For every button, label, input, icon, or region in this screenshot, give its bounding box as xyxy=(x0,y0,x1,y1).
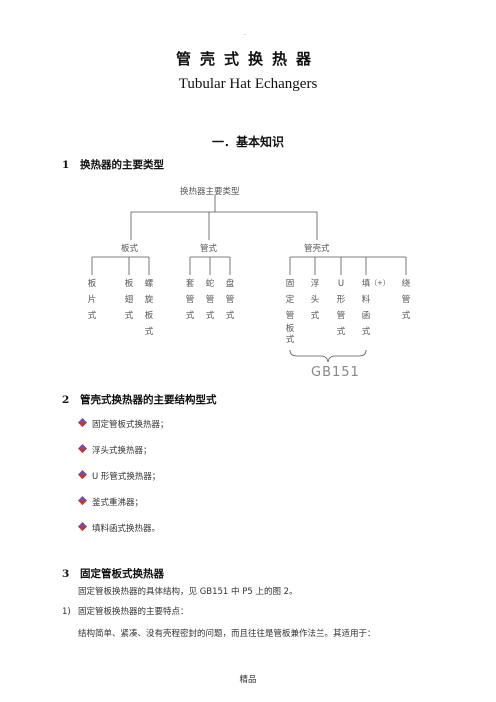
gb151-brace xyxy=(289,349,367,363)
leaf-fixed-tubesheet: 固定管板式 xyxy=(285,279,295,345)
leaf-wound-tube: 绕管式 xyxy=(401,279,411,321)
list-item-1: 1) 固定管板换热器的主要特点： xyxy=(62,605,189,617)
leaf-spiral-plate: 螺旋板式 xyxy=(144,279,154,337)
tree-connectors xyxy=(91,195,407,363)
paragraph-structure-ref: 固定管板换热器的具体结构，见 GB151 中 P5 上的图 2。 xyxy=(78,587,298,597)
leaf-packed-box: 填料函式 xyxy=(361,279,371,337)
tree-branch-shell: 管壳式 xyxy=(304,244,330,254)
heading-2-number: 2 xyxy=(62,394,70,406)
list-item: 釜式重沸器； xyxy=(78,496,143,508)
diamond-bullet-icon xyxy=(78,496,92,508)
gb151-label: GB151 xyxy=(311,365,360,380)
section-title: 一．基本知识 xyxy=(211,135,284,149)
diamond-bullet-icon xyxy=(78,522,92,534)
heading-3-number: 3 xyxy=(62,568,70,580)
diamond-bullet-icon xyxy=(78,418,92,430)
page-title: 管壳式换热器 xyxy=(175,50,320,68)
list-item: 固定管板式换热器； xyxy=(78,418,169,430)
leaf-plus-mark: （+） xyxy=(370,279,390,287)
paragraph-features: 结构简单、紧凑、没有壳程密封的问题，而且往往是管板兼作法兰。其适用于： xyxy=(78,629,376,639)
leaf-serpentine: 蛇管式 xyxy=(205,279,215,321)
heading-2-text: 管壳式换热器的主要结构型式 xyxy=(80,394,217,406)
diamond-bullet-icon xyxy=(78,444,92,456)
list-item-1-text: 固定管板换热器的主要特点： xyxy=(78,607,189,617)
heading-2: 2 管壳式换热器的主要结构型式 xyxy=(62,392,217,407)
leaf-floating-head: 浮头式 xyxy=(310,279,320,321)
leaf-plate-fin: 板翅式 xyxy=(124,279,134,321)
leaf-double-pipe: 套管式 xyxy=(185,279,195,321)
diamond-bullet-icon xyxy=(78,470,92,482)
list-item: 浮头式换热器； xyxy=(78,444,152,456)
tree-branch-tube: 管式 xyxy=(200,244,218,254)
heading-1-number: 1 xyxy=(62,159,70,171)
list-item: U 形管式换热器； xyxy=(78,470,160,482)
leaf-plate-sheet: 板片式 xyxy=(87,279,97,321)
page-subtitle: Tubular Hat Echangers xyxy=(178,76,318,92)
tree-branch-plate: 板式 xyxy=(121,244,139,254)
heading-1-text: 换热器的主要类型 xyxy=(80,159,164,171)
heading-1: 1 换热器的主要类型 xyxy=(62,157,164,172)
footer-label: 精品 xyxy=(239,675,257,685)
list-item: 填料函式换热器。 xyxy=(78,522,160,534)
list-item-1-number: 1) xyxy=(62,607,71,617)
tree-root-label: 换热器主要类型 xyxy=(180,187,240,197)
heading-3: 3 固定管板式换热器 xyxy=(62,566,164,581)
leaf-coil: 盘管式 xyxy=(225,279,235,321)
heading-3-text: 固定管板式换热器 xyxy=(80,568,164,580)
header-mark: . xyxy=(244,30,246,37)
